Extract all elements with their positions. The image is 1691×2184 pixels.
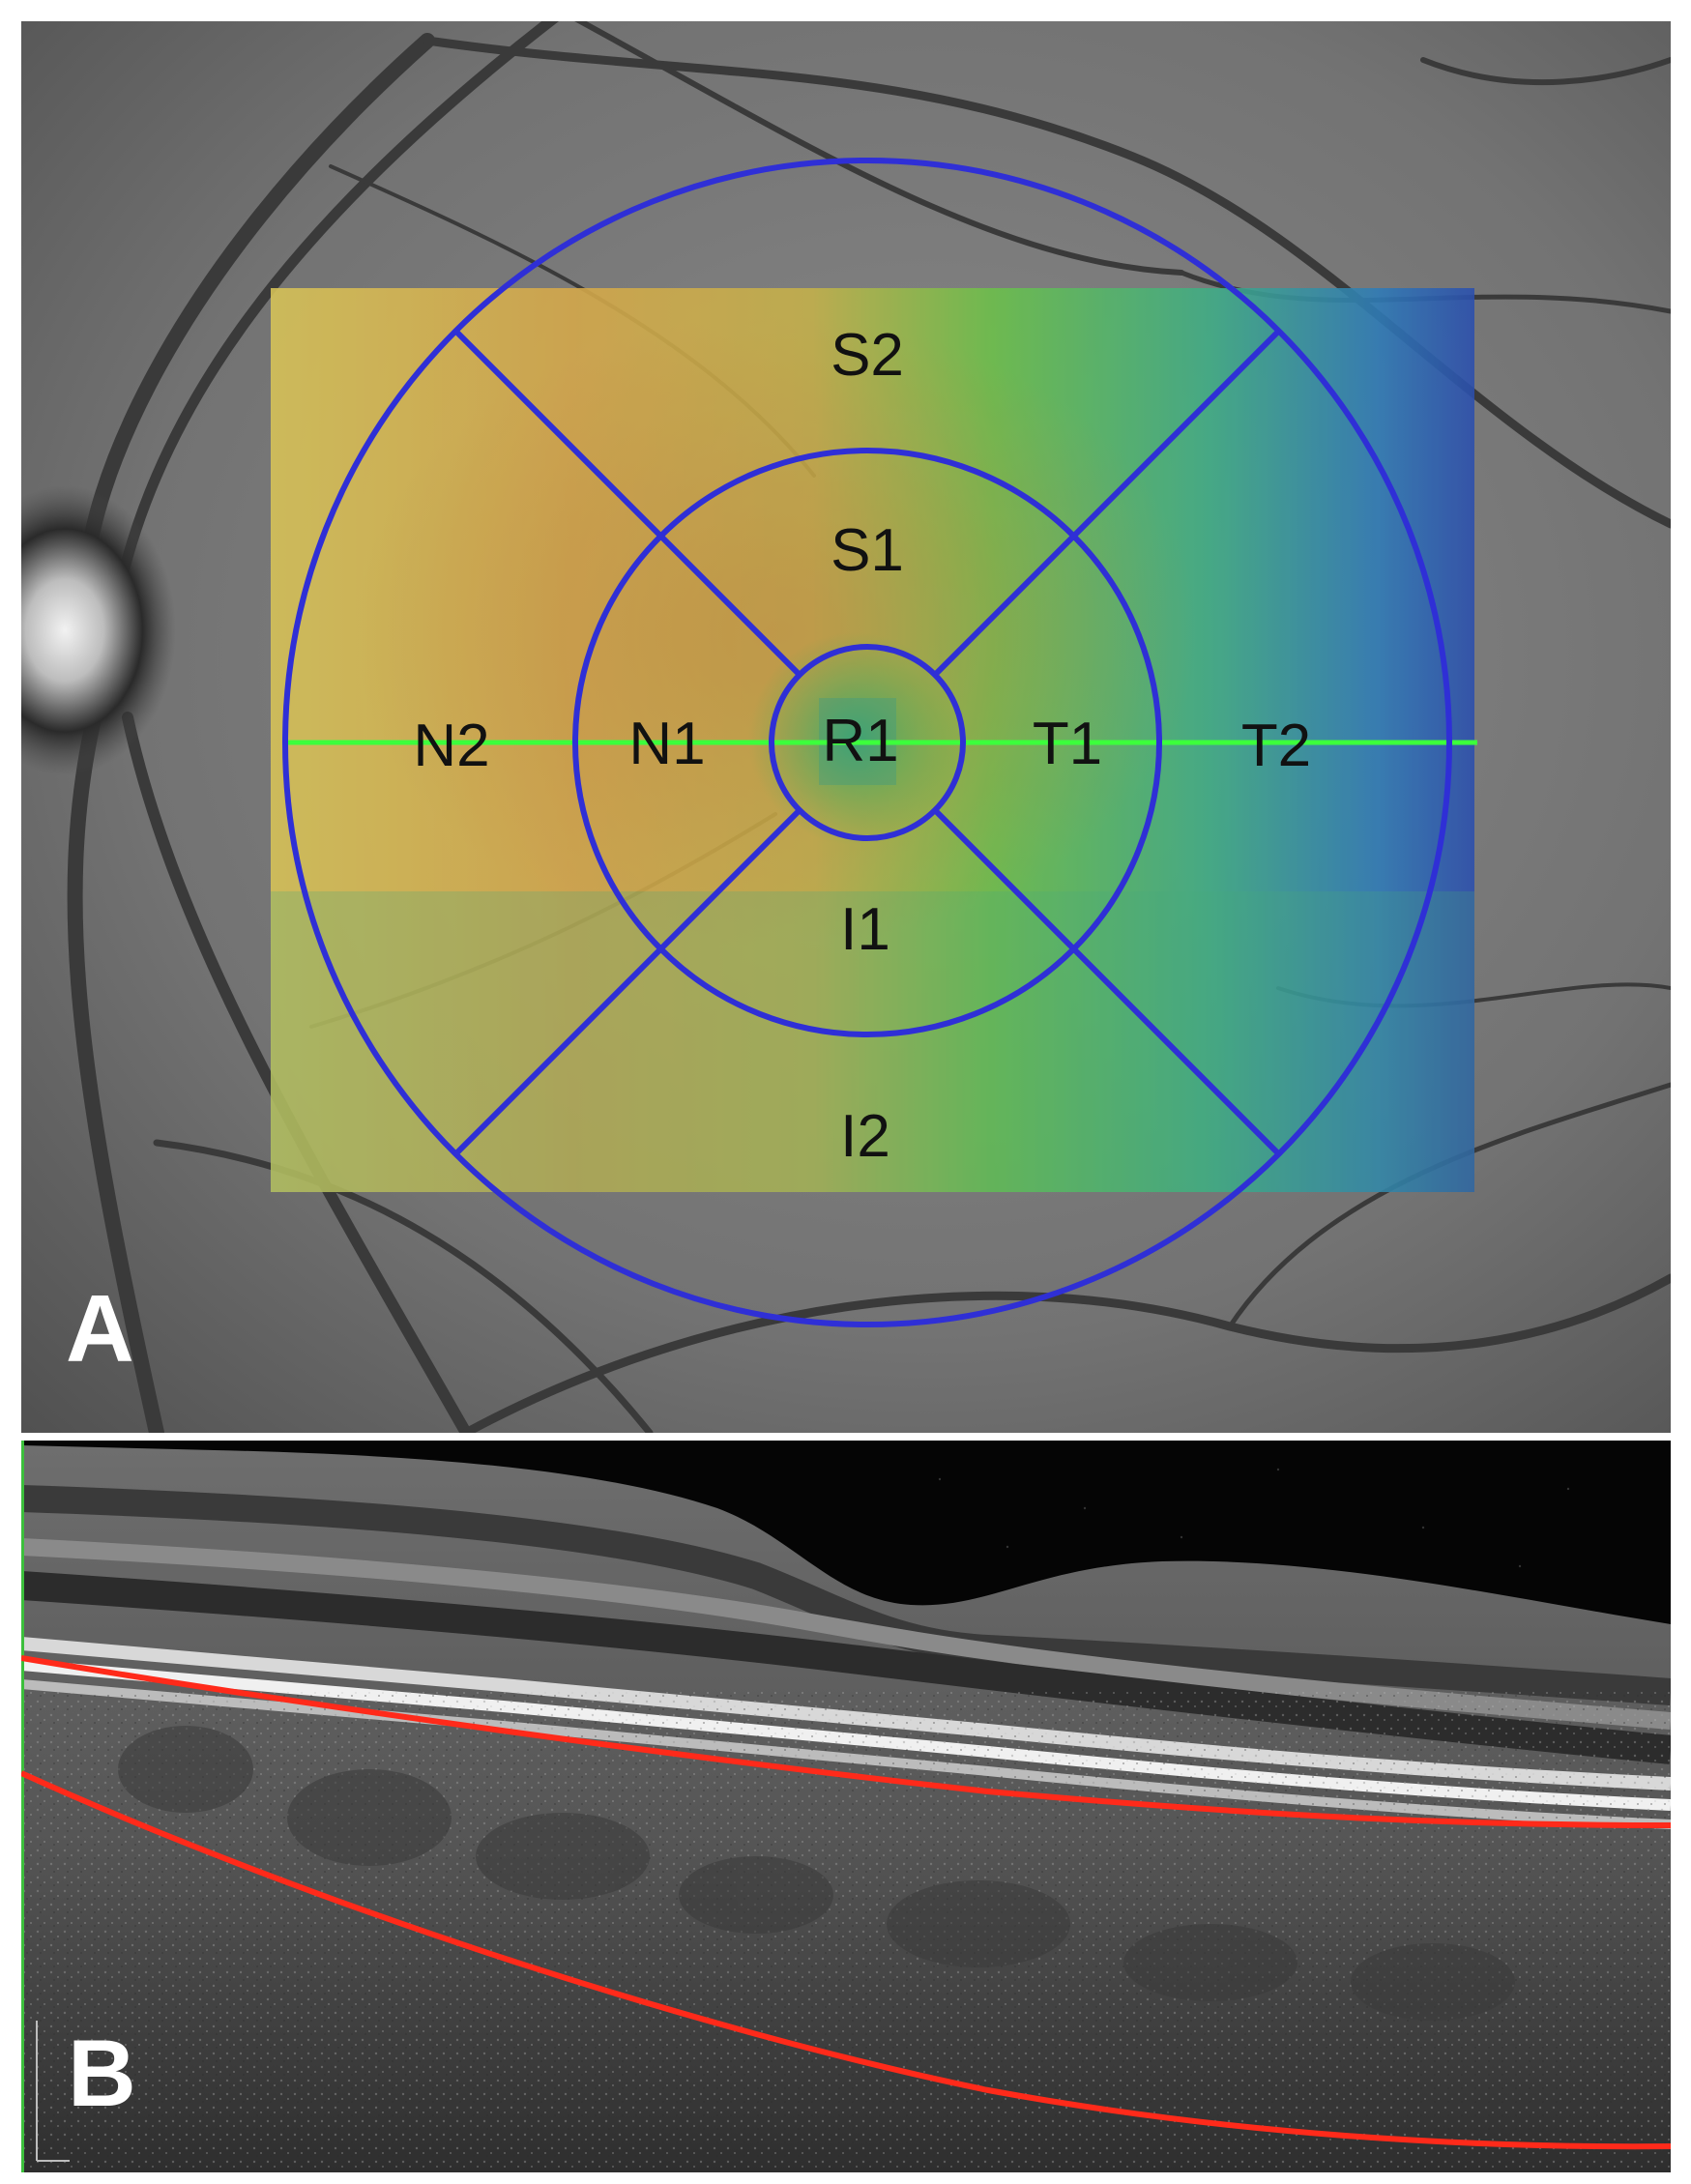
scan-edge-marker [21, 1441, 24, 2172]
segmentation-lines [21, 1655, 1671, 2150]
choroidal-vessels [118, 1726, 1515, 2021]
label-n2: N2 [413, 713, 489, 779]
label-s1: S1 [831, 517, 904, 584]
label-s2: S2 [831, 322, 904, 389]
label-i1: I1 [840, 896, 890, 963]
scale-bar [36, 2021, 70, 2162]
oct-bscan-panel [21, 1441, 1671, 2172]
panel-letter-a: A [66, 1275, 134, 1382]
bruchs-membrane-line [21, 1655, 1671, 1828]
label-t2: T2 [1241, 713, 1311, 779]
label-i2: I2 [840, 1103, 890, 1170]
panel-letter-b: B [68, 2020, 136, 2126]
sector-labels: S2 S1 R1 N2 N1 T1 T2 I1 I2 [413, 322, 1311, 1170]
label-r1: R1 [822, 708, 898, 774]
choroid-scleral-line [21, 1770, 1671, 2150]
label-n1: N1 [628, 711, 705, 777]
oct-bscan-image [21, 1441, 1671, 2172]
sector-grid [282, 158, 1452, 1327]
optic-disc [21, 485, 176, 775]
fundus-panel: S2 S1 R1 N2 N1 T1 T2 I1 I2 [21, 21, 1671, 1433]
fundus-image: S2 S1 R1 N2 N1 T1 T2 I1 I2 [21, 21, 1671, 1433]
label-t1: T1 [1033, 711, 1102, 777]
